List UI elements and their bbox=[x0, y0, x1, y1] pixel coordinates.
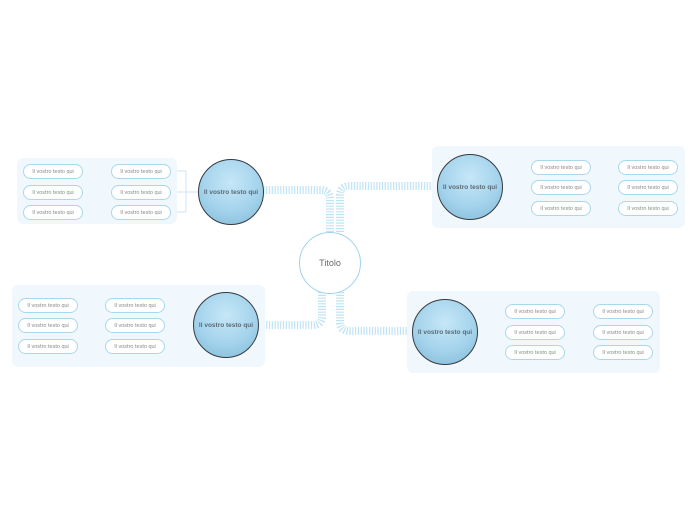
subtopic-bottom-right-2[interactable]: Il vostro testo qui bbox=[505, 325, 565, 340]
detail-bottom-left-2[interactable]: Il vostro testo qui bbox=[18, 318, 78, 333]
subtopic-top-right-3[interactable]: Il vostro testo qui bbox=[531, 201, 591, 216]
detail-bottom-right-3[interactable]: Il vostro testo qui bbox=[593, 345, 653, 360]
subtopic-bottom-right-3[interactable]: Il vostro testo qui bbox=[505, 345, 565, 360]
detail-top-left-2[interactable]: Il vostro testo qui bbox=[23, 185, 83, 200]
detail-bottom-right-1[interactable]: Il vostro testo qui bbox=[593, 304, 653, 319]
subtopic-bottom-right-1[interactable]: Il vostro testo qui bbox=[505, 304, 565, 319]
main-topic-bottom-left[interactable]: Il vostro testo qui bbox=[193, 292, 259, 358]
detail-top-right-1[interactable]: Il vostro testo qui bbox=[618, 160, 678, 175]
connector-bottom-left bbox=[259, 292, 326, 329]
main-topic-top-left[interactable]: Il vostro testo qui bbox=[198, 159, 264, 225]
subtopic-top-left-2[interactable]: Il vostro testo qui bbox=[111, 185, 171, 200]
subtopic-bottom-left-2[interactable]: Il vostro testo qui bbox=[105, 318, 165, 333]
connector-top-right bbox=[336, 182, 437, 232]
subtopic-bottom-left-1[interactable]: Il vostro testo qui bbox=[105, 298, 165, 313]
main-topic-bottom-right[interactable]: Il vostro testo qui bbox=[412, 299, 478, 365]
subtopic-bottom-left-3[interactable]: Il vostro testo qui bbox=[105, 339, 165, 354]
main-topic-top-right[interactable]: Il vostro testo qui bbox=[437, 154, 503, 220]
detail-bottom-left-3[interactable]: Il vostro testo qui bbox=[18, 339, 78, 354]
connector-bottom-right bbox=[336, 292, 412, 335]
detail-bottom-right-2[interactable]: Il vostro testo qui bbox=[593, 325, 653, 340]
central-topic[interactable]: Titolo bbox=[299, 232, 361, 294]
detail-top-right-3[interactable]: Il vostro testo qui bbox=[618, 201, 678, 216]
detail-top-left-3[interactable]: Il vostro testo qui bbox=[23, 205, 83, 220]
detail-top-right-2[interactable]: Il vostro testo qui bbox=[618, 180, 678, 195]
detail-bottom-left-1[interactable]: Il vostro testo qui bbox=[18, 298, 78, 313]
detail-top-left-1[interactable]: Il vostro testo qui bbox=[23, 164, 83, 179]
subtopic-top-right-1[interactable]: Il vostro testo qui bbox=[531, 160, 591, 175]
connector-top-left bbox=[264, 186, 334, 232]
subtopic-top-left-1[interactable]: Il vostro testo qui bbox=[111, 164, 171, 179]
subtopic-top-right-2[interactable]: Il vostro testo qui bbox=[531, 180, 591, 195]
subtopic-top-left-3[interactable]: Il vostro testo qui bbox=[111, 205, 171, 220]
